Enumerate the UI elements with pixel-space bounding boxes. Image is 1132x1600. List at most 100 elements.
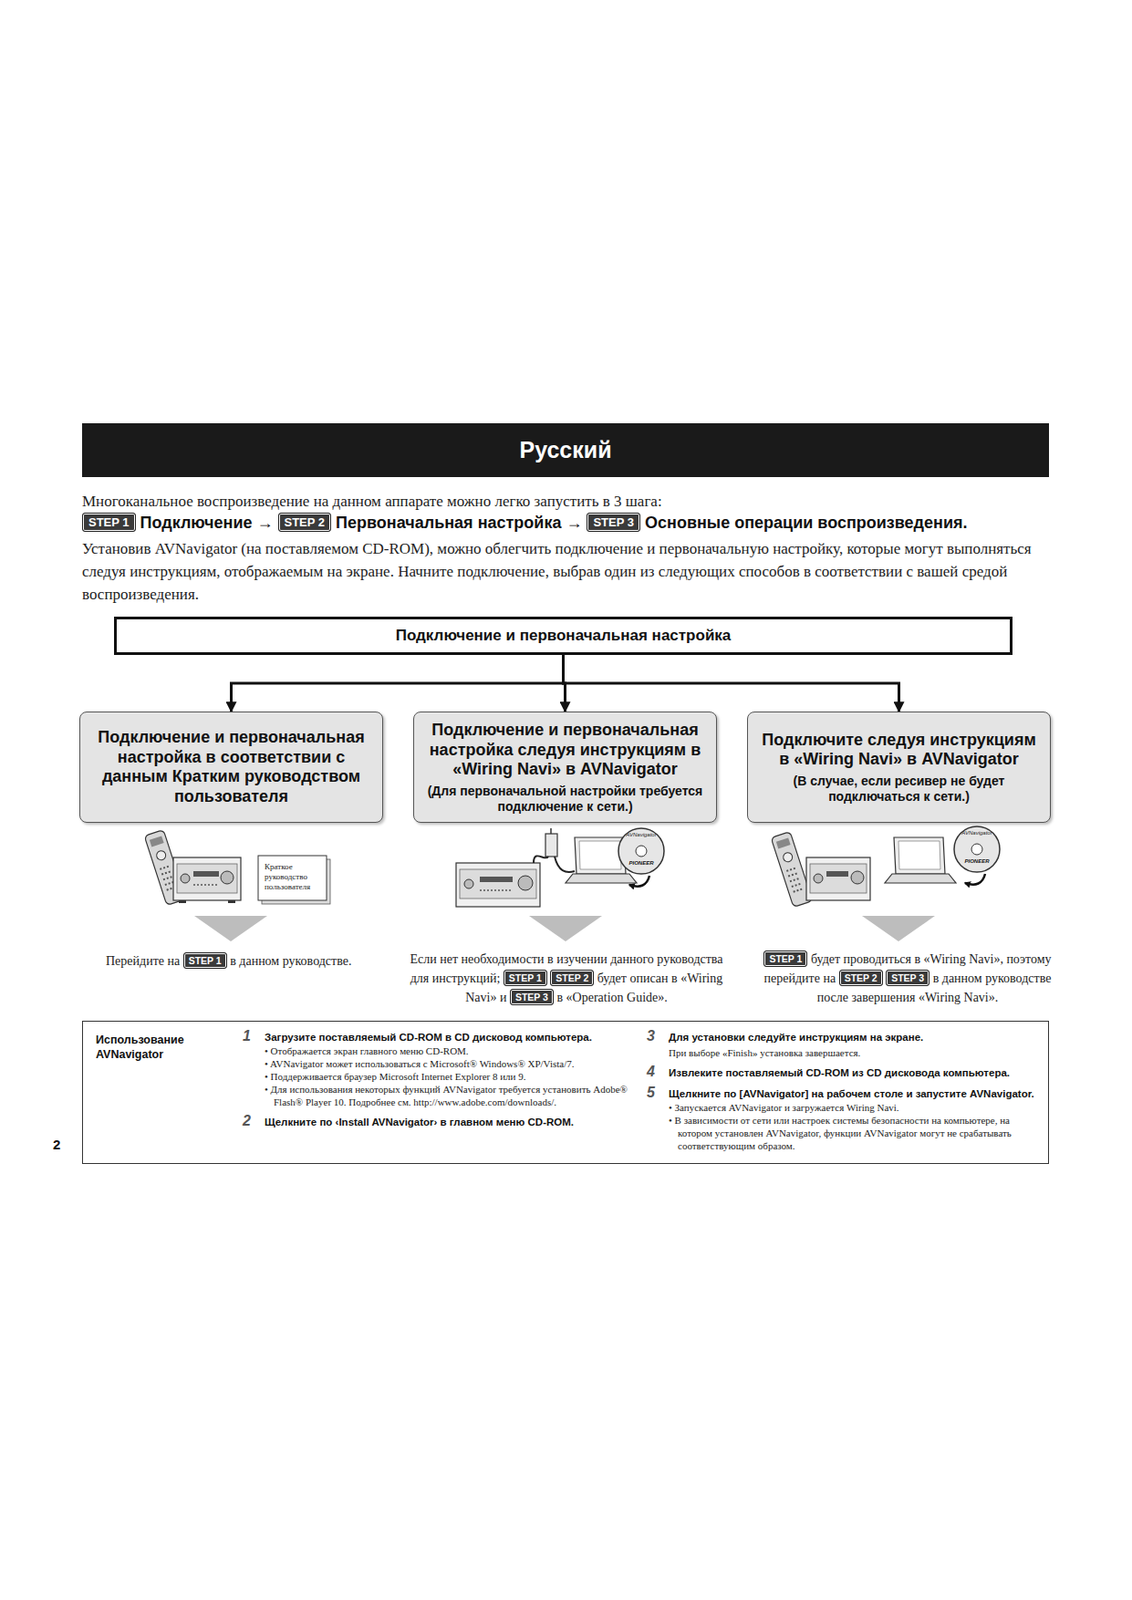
label-group: Многоканальное воспроизведение на данном… <box>82 489 1049 513</box>
laptop <box>884 873 956 883</box>
step-text: Извлеките поставляемый CD-ROM из CD диск… <box>668 1067 1010 1079</box>
remote-control <box>155 849 167 862</box>
label-text: → <box>256 513 273 532</box>
box-subtext: (Для первоначальной настройки требуется … <box>425 783 706 815</box>
label-text: Многоканальное воспроизведение на данном… <box>82 492 663 510</box>
down-triangle <box>194 915 268 942</box>
label-group: 2 <box>52 1136 72 1153</box>
label-text: PIONEER <box>964 858 989 864</box>
network-cable <box>554 856 575 873</box>
section-heading: Использование AVNavigator <box>95 1033 185 1061</box>
laptop <box>579 841 622 870</box>
step-row: • Для использования некоторых функций AV… <box>264 1082 634 1109</box>
av-receiver <box>806 857 871 901</box>
label-text: → <box>565 513 582 532</box>
note-text: • Поддерживается браузер Microsoft Inter… <box>264 1070 526 1082</box>
label-group: AVNavigator <box>958 830 996 837</box>
label-text: AVNavigator <box>625 831 656 838</box>
av-receiver <box>193 883 219 886</box>
box-text: Подключение и первоначальная настройка в… <box>91 727 372 807</box>
av-receiver <box>464 879 474 889</box>
label-group: Перейдите на STEP 1 в данном руководстве… <box>105 951 398 971</box>
label-group: Если нет необходимости в изучении данног… <box>405 949 728 1008</box>
network-router <box>545 828 558 857</box>
step-row: 4Извлеките поставляемый CD-ROM из CD дис… <box>668 1066 1039 1081</box>
av-receiver <box>173 857 241 904</box>
step-row: 1Загрузите поставляемый CD-ROM в CD диск… <box>264 1030 634 1045</box>
av-receiver <box>851 871 864 884</box>
network-cable <box>533 855 575 873</box>
laptop <box>898 841 941 870</box>
step-text: Для установки следуйте инструкциям на эк… <box>668 1031 924 1043</box>
av-receiver <box>806 857 871 901</box>
text-column: 1Загрузите поставляемый CD-ROM в CD диск… <box>264 1030 634 1130</box>
laptop <box>565 873 637 883</box>
step-number: 5 <box>646 1085 655 1101</box>
note-text: • Отображается экран главного меню CD-RO… <box>264 1045 469 1057</box>
note-text: При выборе «Finish» установка завершаетс… <box>668 1047 861 1059</box>
cd-rom <box>971 843 983 855</box>
av-receiver <box>173 857 241 901</box>
step-number: 4 <box>646 1064 655 1080</box>
step-badge: STEP 3 <box>586 512 641 532</box>
label-group: Установив AVNavigator (на поставляемом C… <box>82 537 1049 606</box>
label-group: AVNavigator <box>623 831 660 839</box>
label-text: в данном руководстве. <box>229 954 352 968</box>
label-text: Подключение <box>140 513 253 532</box>
label-group: Краткое руководство пользователя <box>264 861 325 893</box>
av-receiver <box>456 862 541 907</box>
step-row: 3Для установки следуйте инструкциям на э… <box>668 1030 1039 1045</box>
text-column: 3Для установки следуйте инструкциям на э… <box>668 1030 1039 1153</box>
label-text: Основные операции воспроизведения. <box>644 513 967 532</box>
step-row: • Запускается AVNavigator и загружается … <box>668 1100 1039 1114</box>
remote-control <box>149 836 165 848</box>
label-group: PIONEER <box>961 858 993 865</box>
note-text: • Для использования некоторых функций AV… <box>264 1083 628 1108</box>
label-text: PIONEER <box>628 860 654 866</box>
av-receiver <box>228 900 236 904</box>
option-box: Подключите следуя инструкциям в «Wiring … <box>747 711 1051 823</box>
laptop <box>884 837 956 883</box>
box-text: Подключение и первоначальная настройка с… <box>425 720 706 780</box>
step-badge: STEP 1 <box>763 950 808 967</box>
label-group: PIONEER <box>625 860 657 867</box>
text-column: Использование AVNavigator <box>95 1032 224 1063</box>
note-text: • Запускается AVNavigator и загружается … <box>668 1101 900 1113</box>
label-text: Первоначальная настройка <box>335 513 561 532</box>
av-receiver <box>193 871 219 877</box>
av-receiver <box>810 863 867 894</box>
process-box: Подключение и первоначальная настройка <box>114 616 1013 655</box>
step-row: При выборе «Finish» установка завершаетс… <box>668 1046 1039 1060</box>
step-badge: STEP 2 <box>839 969 883 987</box>
network-router <box>545 833 558 857</box>
step-badge: STEP 2 <box>550 969 594 987</box>
step-badge: STEP 3 <box>885 969 930 987</box>
step-badge: STEP 2 <box>278 512 333 532</box>
step-row: 2Щелкните по ‹Install AVNavigator› в гла… <box>264 1115 634 1130</box>
step-badge: STEP 1 <box>82 512 136 532</box>
laptop <box>574 837 626 874</box>
remote-control <box>786 867 804 893</box>
title-band: Русский <box>82 423 1049 478</box>
step-row: • AVNavigator может использоваться с Mic… <box>264 1057 634 1070</box>
label-group: STEP 1 будет проводиться в «Wiring Navi»… <box>762 949 1053 1008</box>
option-box: Подключение и первоначальная настройка с… <box>413 711 717 823</box>
av-receiver <box>479 876 513 883</box>
box-subtext: (В случае, если ресивер не будет подключ… <box>758 773 1039 805</box>
step-row: • Поддерживается браузер Microsoft Inter… <box>264 1069 634 1083</box>
av-receiver <box>518 875 533 891</box>
av-receiver <box>178 900 187 904</box>
quick-guide-booklet <box>258 855 327 901</box>
step-number: 2 <box>242 1113 251 1129</box>
down-triangle <box>861 915 935 942</box>
step-number: 1 <box>242 1028 251 1044</box>
step-badge: STEP 1 <box>503 969 548 987</box>
step-row: • В зависимости от сети или настроек сис… <box>668 1113 1039 1153</box>
cd-rom <box>618 828 665 887</box>
note-text: • В зависимости от сети или настроек сис… <box>668 1114 1012 1152</box>
av-receiver <box>813 873 823 883</box>
label-text: Установив AVNavigator (на поставляемом C… <box>82 540 1032 603</box>
flow-arrow <box>231 654 564 712</box>
av-receiver <box>180 873 190 883</box>
